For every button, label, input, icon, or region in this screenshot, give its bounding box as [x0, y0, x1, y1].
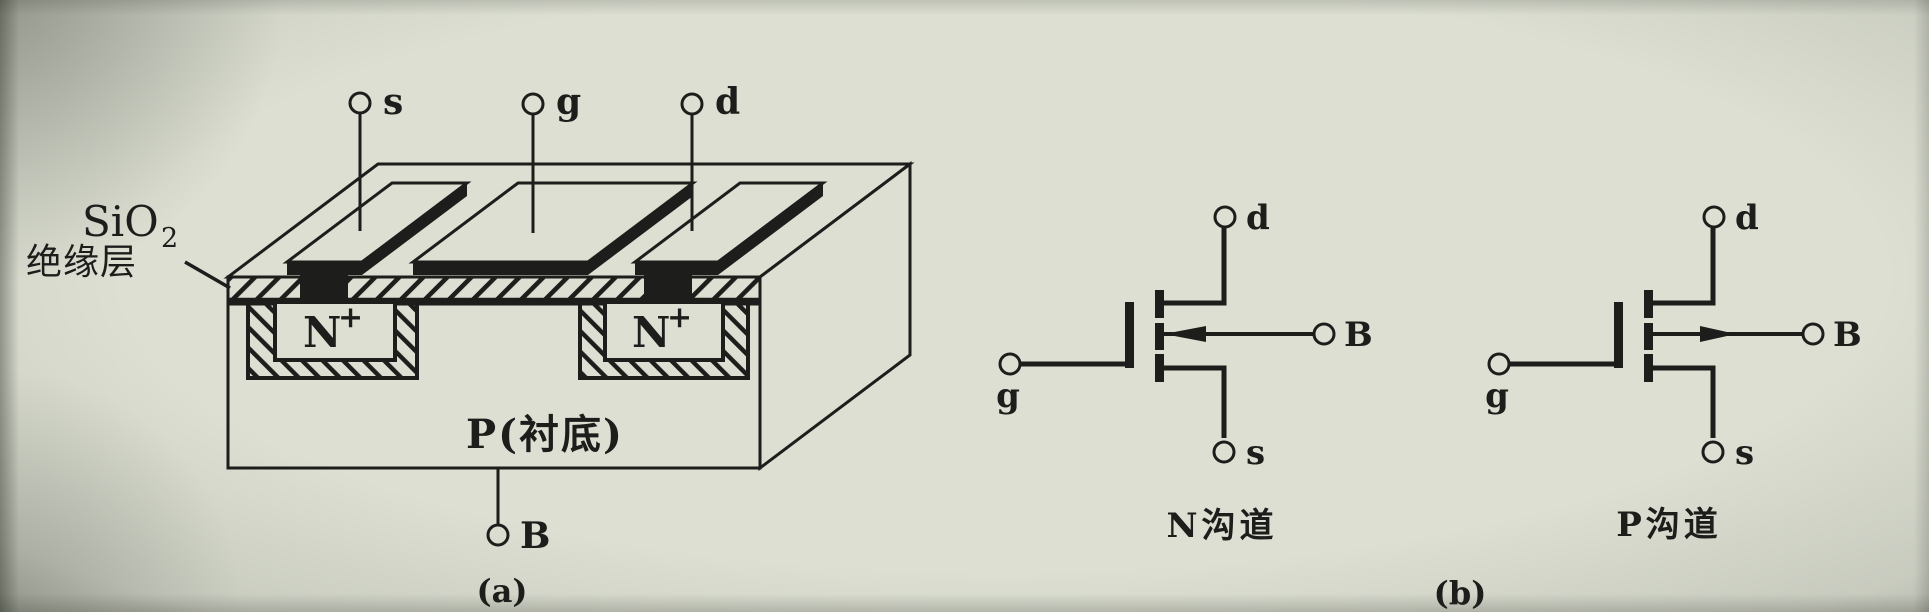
- sio2-formula-label: SiO: [82, 197, 159, 246]
- n-channel-dash-top: [1155, 290, 1164, 318]
- p-channel-symbol: d g B s P沟道: [1485, 198, 1862, 545]
- panel-a-caption: (a): [476, 572, 527, 610]
- sio2-subscript: 2: [161, 223, 178, 254]
- insulator-name-label: 绝缘层: [26, 242, 137, 283]
- p-channel-dash-bottom: [1644, 354, 1653, 382]
- gate-terminal-circle: [521, 92, 545, 116]
- source-electrode: [282, 181, 472, 275]
- p-bulk-terminal-circle: [1801, 322, 1825, 346]
- gate-electrode: [408, 181, 698, 275]
- p-bulk-label: B: [1833, 315, 1862, 355]
- n-source-lead: [1164, 365, 1227, 438]
- insulator-pointer-line: [184, 260, 231, 290]
- p-drain-label: d: [1735, 198, 1759, 238]
- source-terminal-circle: [348, 91, 372, 115]
- n-source-terminal-circle: [1212, 440, 1236, 464]
- drain-terminal-circle: [680, 92, 704, 116]
- substrate-label: P(衬底): [466, 411, 624, 458]
- p-drain-terminal-circle: [1702, 205, 1726, 229]
- p-gate-bar: [1614, 302, 1623, 368]
- p-source-label: s: [1735, 433, 1754, 473]
- p-drain-lead: [1653, 227, 1716, 306]
- n-bulk-terminal-circle: [1312, 322, 1336, 346]
- sio2-layer-bottom-line: [228, 299, 760, 306]
- n-bulk-label: B: [1344, 315, 1373, 355]
- n-bulk-arrow: [1164, 326, 1206, 342]
- bulk-terminal-label: B: [520, 515, 550, 557]
- n-plus-region-left: [273, 300, 397, 362]
- n-drain-terminal-circle: [1213, 205, 1237, 229]
- p-channel-dash-mid: [1644, 323, 1653, 350]
- panel-b-caption: (b): [1434, 574, 1487, 612]
- p-channel-dash-top: [1644, 290, 1653, 318]
- n-source-label: s: [1246, 433, 1265, 473]
- n-gate-bar: [1125, 302, 1134, 368]
- n-channel-dash-bottom: [1155, 354, 1164, 382]
- bulk-terminal-circle: [486, 523, 510, 547]
- n-drain-lead: [1164, 227, 1227, 306]
- n-plus-region-right: [603, 300, 725, 362]
- n-gate-terminal-circle: [998, 352, 1022, 376]
- n-drain-label: d: [1246, 198, 1270, 238]
- drain-terminal-label: d: [715, 81, 740, 123]
- p-source-terminal-circle: [1701, 440, 1725, 464]
- p-bulk-arrow: [1700, 326, 1736, 342]
- n-plus-sup-left: +: [338, 300, 363, 335]
- drain-electrode: [630, 181, 828, 275]
- gate-terminal-label: g: [556, 81, 581, 123]
- panel-a-structure: s g d B SiO 2 绝缘层 N + N + P(衬底) (a): [26, 81, 915, 610]
- n-channel-dash-mid: [1155, 323, 1164, 350]
- p-source-lead: [1653, 365, 1716, 438]
- p-gate-label: g: [1485, 376, 1509, 416]
- n-channel-symbol: d g B s N沟道: [996, 198, 1373, 546]
- n-channel-caption: N沟道: [1166, 506, 1277, 546]
- n-plus-label-left: N: [303, 308, 341, 357]
- n-plus-sup-right: +: [667, 300, 692, 335]
- p-gate-terminal-circle: [1487, 352, 1511, 376]
- p-channel-caption: P沟道: [1616, 505, 1722, 545]
- n-plus-label-right: N: [632, 308, 670, 357]
- source-terminal-label: s: [383, 81, 403, 123]
- n-gate-label: g: [996, 376, 1020, 416]
